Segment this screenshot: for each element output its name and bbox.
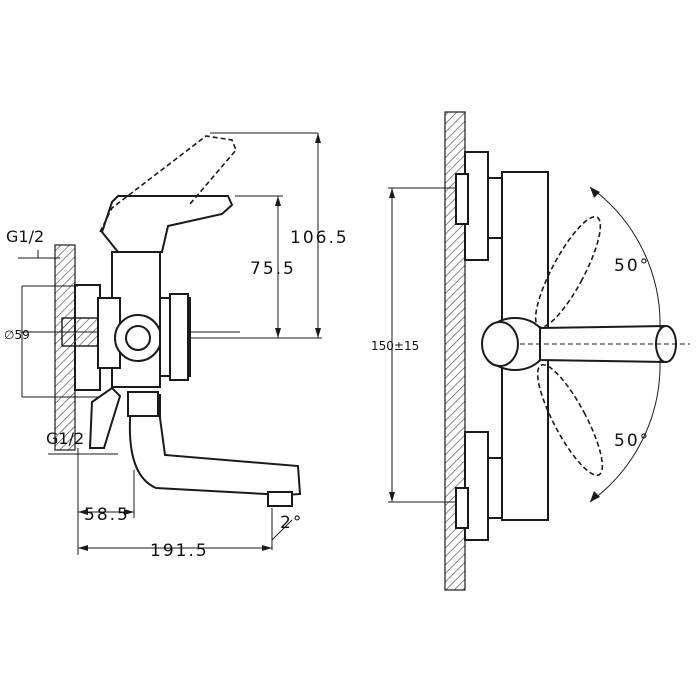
wall-left [54, 244, 76, 451]
side-view: G1/2 ∅59 G1/2 106.5 75.5 58.5 191.5 2° [4, 132, 349, 561]
label-spout-angle: 2° [280, 513, 303, 533]
label-diameter: ∅59 [4, 328, 30, 342]
angle-arc-up [589, 186, 661, 331]
lever-hub-outer [481, 321, 519, 367]
lever-handle [100, 195, 234, 253]
spout-neck [127, 391, 159, 417]
label-spout-offset: 58.5 [84, 505, 130, 525]
label-height-body: 75.5 [250, 259, 296, 279]
label-center-distance: 150±15 [371, 339, 419, 353]
top-flange-cap [455, 173, 469, 225]
label-g12-bottom: G1/2 [46, 429, 84, 448]
label-spout-length: 191.5 [150, 541, 209, 561]
lever-position-down [536, 363, 604, 477]
diverter-knob-inner [125, 325, 151, 351]
angle-arc-down [589, 359, 661, 503]
spout [128, 394, 302, 497]
label-angle-up: 50° [614, 256, 650, 276]
top-nut [487, 177, 503, 239]
bottom-nut [487, 457, 503, 519]
label-g12-top: G1/2 [6, 227, 44, 246]
label-angle-down: 50° [614, 431, 650, 451]
label-height-lever: 106.5 [290, 228, 349, 248]
lever-handle-raised [99, 135, 237, 233]
bottom-flange-cap [455, 487, 469, 529]
lower-pipe [88, 386, 122, 449]
wall-right [444, 111, 466, 591]
front-view: 150±15 50° 50° [371, 111, 690, 591]
aerator [267, 491, 293, 507]
side-fitting-cap [169, 293, 189, 381]
